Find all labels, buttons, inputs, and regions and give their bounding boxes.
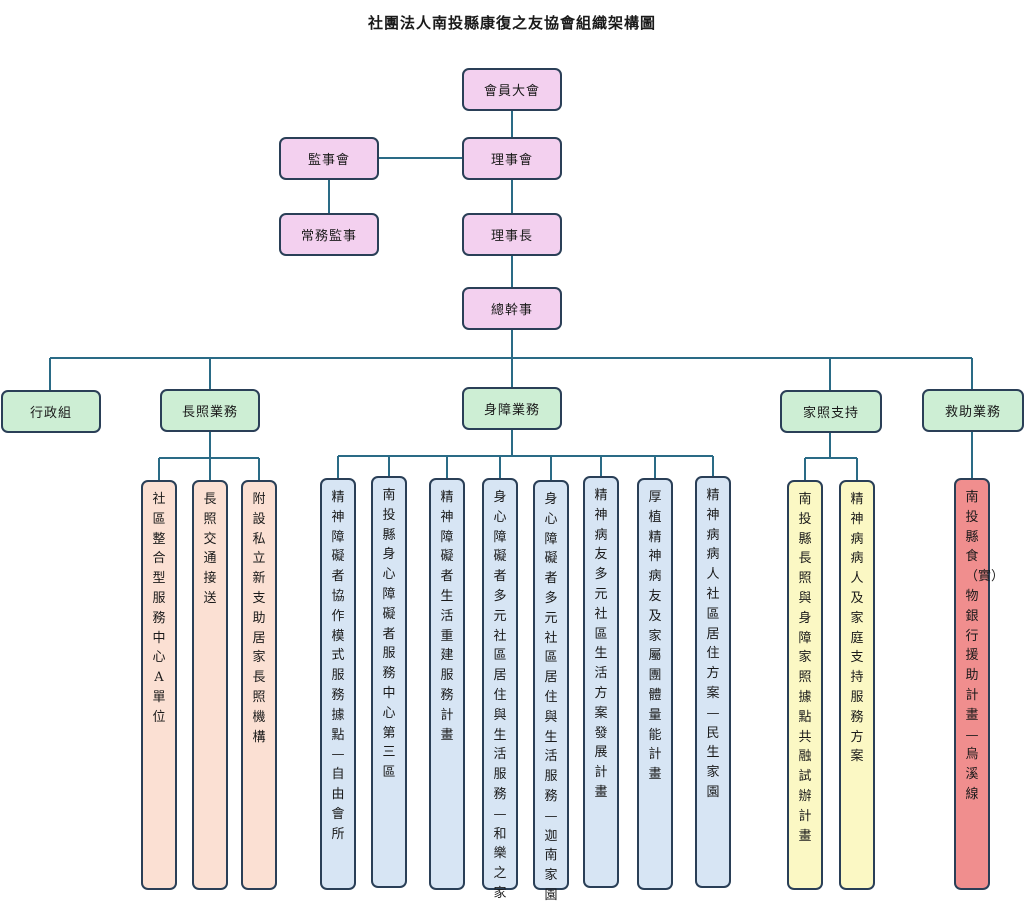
disability-unit-label: 精神病病人社區居住方案—民生家園 (706, 488, 720, 800)
disability-unit-label: 精神障礙者生活重建服務計畫 (440, 490, 454, 743)
department-disability-node: 身障業務 (462, 387, 562, 430)
ltc-unit-node: 附設私立新支助居家長照機構 (241, 480, 277, 890)
supervisors-board-node: 監事會 (279, 137, 379, 180)
family-care-unit-label: 精神病病人及家庭支持服務方案 (850, 492, 864, 765)
secretary-general-node: 總幹事 (462, 287, 562, 330)
chart-title: 社團法人南投縣康復之友協會組織架構圖 (367, 14, 656, 32)
disability-unit-node: 身心障礙者多元社區居住與生活服務—和樂之家 (482, 478, 518, 901)
general-assembly-node: 會員大會 (462, 68, 562, 111)
department-admin-node: 行政組 (1, 390, 101, 433)
disability-unit-label: 精神病友多元社區生活方案發展計畫 (594, 488, 608, 800)
disability-unit-label: 身心障礙者多元社區居住與生活服務—迦南家園 (544, 492, 558, 903)
ltc-unit-label: 附設私立新支助居家長照機構 (252, 492, 266, 745)
standing-supervisor-node: 常務監事 (279, 213, 379, 256)
ltc-unit-label: 社區整合型服務中心A單位 (152, 492, 166, 725)
department-family-care-node: 家照支持 (780, 390, 882, 433)
board-of-directors-node: 理事會 (462, 137, 562, 180)
disability-unit-label: 南投縣身心障礙者服務中心第三區 (382, 488, 396, 781)
ltc-unit-node: 社區整合型服務中心A單位 (141, 480, 177, 890)
disability-unit-node: 精神病友多元社區生活方案發展計畫 (583, 476, 619, 888)
disability-unit-node: 精神障礙者生活重建服務計畫 (429, 478, 465, 890)
disability-unit-node: 厚植精神病友及家屬團體量能計畫 (637, 478, 673, 890)
family-care-unit-label: 南投縣長照與身障家照據點共融試辦計畫 (798, 492, 812, 844)
disability-unit-node: 精神障礙者協作模式服務據點—自由會所 (320, 478, 356, 890)
relief-unit-label: 南投縣食（實）物銀行援助計畫—烏溪線 (965, 490, 1005, 802)
disability-unit-node: 精神病病人社區居住方案—民生家園 (695, 476, 731, 888)
ltc-unit-node: 長照交通接送 (192, 480, 228, 890)
disability-unit-node: 南投縣身心障礙者服務中心第三區 (371, 476, 407, 888)
disability-unit-label: 身心障礙者多元社區居住與生活服務—和樂之家 (493, 490, 507, 901)
chairman-node: 理事長 (462, 213, 562, 256)
relief-unit-node: 南投縣食（實）物銀行援助計畫—烏溪線 (954, 478, 1005, 890)
disability-unit-label: 厚植精神病友及家屬團體量能計畫 (648, 490, 662, 783)
department-long-term-care-node: 長照業務 (160, 389, 260, 432)
ltc-unit-label: 長照交通接送 (203, 492, 217, 606)
disability-unit-label: 精神障礙者協作模式服務據點—自由會所 (331, 490, 345, 842)
family-care-unit-node: 南投縣長照與身障家照據點共融試辦計畫 (787, 480, 823, 890)
disability-unit-node: 身心障礙者多元社區居住與生活服務—迦南家園 (533, 480, 569, 903)
family-care-unit-node: 精神病病人及家庭支持服務方案 (839, 480, 875, 890)
department-relief-node: 救助業務 (922, 389, 1024, 432)
